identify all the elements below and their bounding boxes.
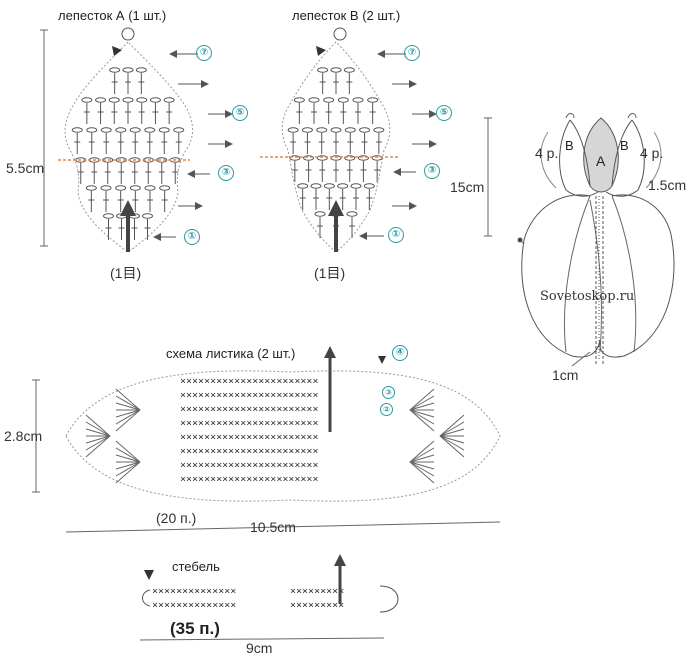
leaf-row-3: ③ <box>382 386 395 399</box>
flower-assembly <box>484 113 675 367</box>
watermark: Sovetoskop.ru <box>540 289 635 304</box>
svg-text:×××××××××××××××××××××××: ××××××××××××××××××××××× <box>180 418 318 429</box>
rows-left-label: 4 р. <box>535 145 559 161</box>
petal-b-row-1: ① <box>388 227 404 243</box>
petal-b-chart <box>260 27 437 253</box>
petal-a-row-1: ① <box>184 229 200 245</box>
petal-b-row-5: ⑤ <box>436 105 452 121</box>
stem-title: стебель <box>172 559 220 574</box>
flower-width: 1.5cm <box>648 177 687 193</box>
leaf-row-4: ④ <box>392 345 408 361</box>
leaf-row-2: ② <box>380 403 393 416</box>
petal-a-row-7: ⑦ <box>196 45 212 61</box>
petal-a-chart <box>40 27 233 253</box>
petal-a-row-5: ⑤ <box>232 105 248 121</box>
stem-start: (35 п.) <box>170 619 220 638</box>
petal-b-start: (1目) <box>314 265 346 281</box>
svg-text:×××××××××××××××××××××××: ××××××××××××××××××××××× <box>180 376 318 387</box>
svg-text:×××××××××××××××××××××××: ××××××××××××××××××××××× <box>180 404 318 415</box>
leaf-title: схема листика (2 шт.) <box>166 346 296 361</box>
petal-label-a: A <box>596 153 606 169</box>
svg-text:××××××××××××××: ×××××××××××××× <box>152 586 236 597</box>
rows-right-label: 4 р. <box>640 145 664 161</box>
petal-b-row-7: ⑦ <box>404 45 420 61</box>
leaf-height: 2.8cm <box>4 428 43 444</box>
petal-a-start: (1目) <box>110 265 142 281</box>
petal-a-height: 5.5cm <box>6 160 45 176</box>
flower-height: 15cm <box>450 179 485 195</box>
svg-text:×××××××××: ××××××××× <box>290 600 344 611</box>
leaf-chart: ××××××××××××××××××××××× ×××××××××××××××××… <box>32 346 501 533</box>
stem-chart: ××××××××××××××××××××××××××××××××××××××××… <box>139 554 399 641</box>
petal-a-row-3: ③ <box>218 165 234 181</box>
leaf-width: 10.5cm <box>250 519 296 535</box>
svg-text:×××××××××××××××××××××××: ××××××××××××××××××××××× <box>180 460 318 471</box>
svg-text:×××××××××: ××××××××× <box>290 586 344 597</box>
svg-text:×××××××××××××××××××××××: ××××××××××××××××××××××× <box>180 432 318 443</box>
petal-b-title: лепесток В (2 шт.) <box>292 8 401 23</box>
svg-text:×××××××××××××××××××××××: ××××××××××××××××××××××× <box>180 390 318 401</box>
svg-text:××××××××××××××: ×××××××××××××× <box>152 600 236 611</box>
leaf-start: (20 п.) <box>156 510 197 526</box>
petal-a-title: лепесток А (1 шт.) <box>58 8 167 23</box>
petal-label-b-right: B <box>620 138 629 153</box>
petal-b-row-3: ③ <box>424 163 440 179</box>
petal-label-b-left: B <box>565 138 574 153</box>
svg-text:×××××××××××××××××××××××: ××××××××××××××××××××××× <box>180 474 318 485</box>
stem-width: 9cm <box>246 640 273 656</box>
stem-bottom-label: 1cm <box>552 367 579 383</box>
svg-text:×××××××××××××××××××××××: ××××××××××××××××××××××× <box>180 446 318 457</box>
